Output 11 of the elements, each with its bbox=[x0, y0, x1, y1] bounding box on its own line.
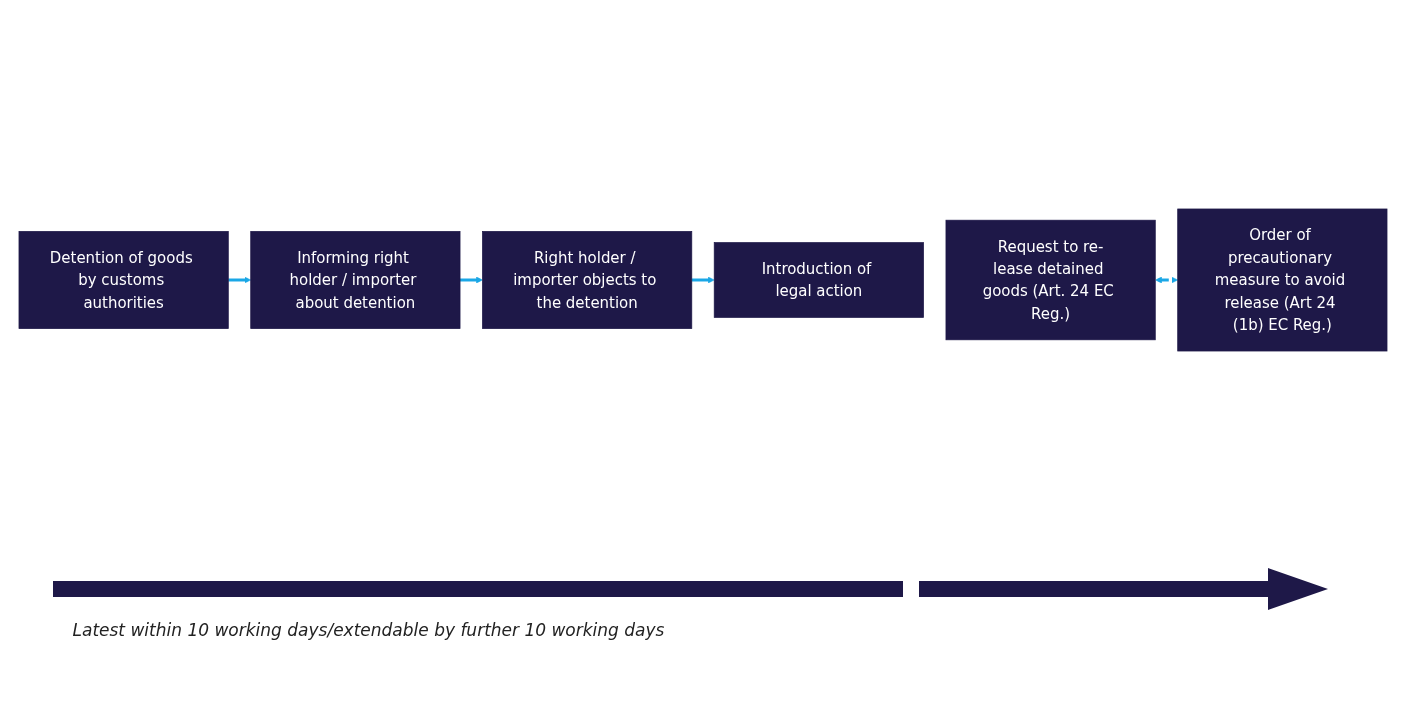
arrow bbox=[691, 276, 714, 284]
arrow bbox=[1154, 276, 1178, 284]
node-box: Informing right holder / importer about detention bbox=[249, 231, 460, 329]
arrow bbox=[227, 276, 251, 284]
node-box: Request to re-lease detained goods (Art. 24 EC Reg.) bbox=[945, 219, 1156, 341]
arrow bbox=[459, 276, 483, 284]
node-box: Order of precautionary measure to avoid release (Art 24 (1b) EC Reg.) bbox=[1176, 208, 1387, 352]
node-box: Right holder / importer objects to the detention bbox=[481, 231, 692, 329]
node-box: Detention of goods by customs authorities bbox=[18, 231, 229, 329]
timeline-note: Latest within 10 working days/extendable by further 10 working days bbox=[72, 620, 666, 640]
node-box: Introduction of legal action bbox=[713, 242, 924, 318]
